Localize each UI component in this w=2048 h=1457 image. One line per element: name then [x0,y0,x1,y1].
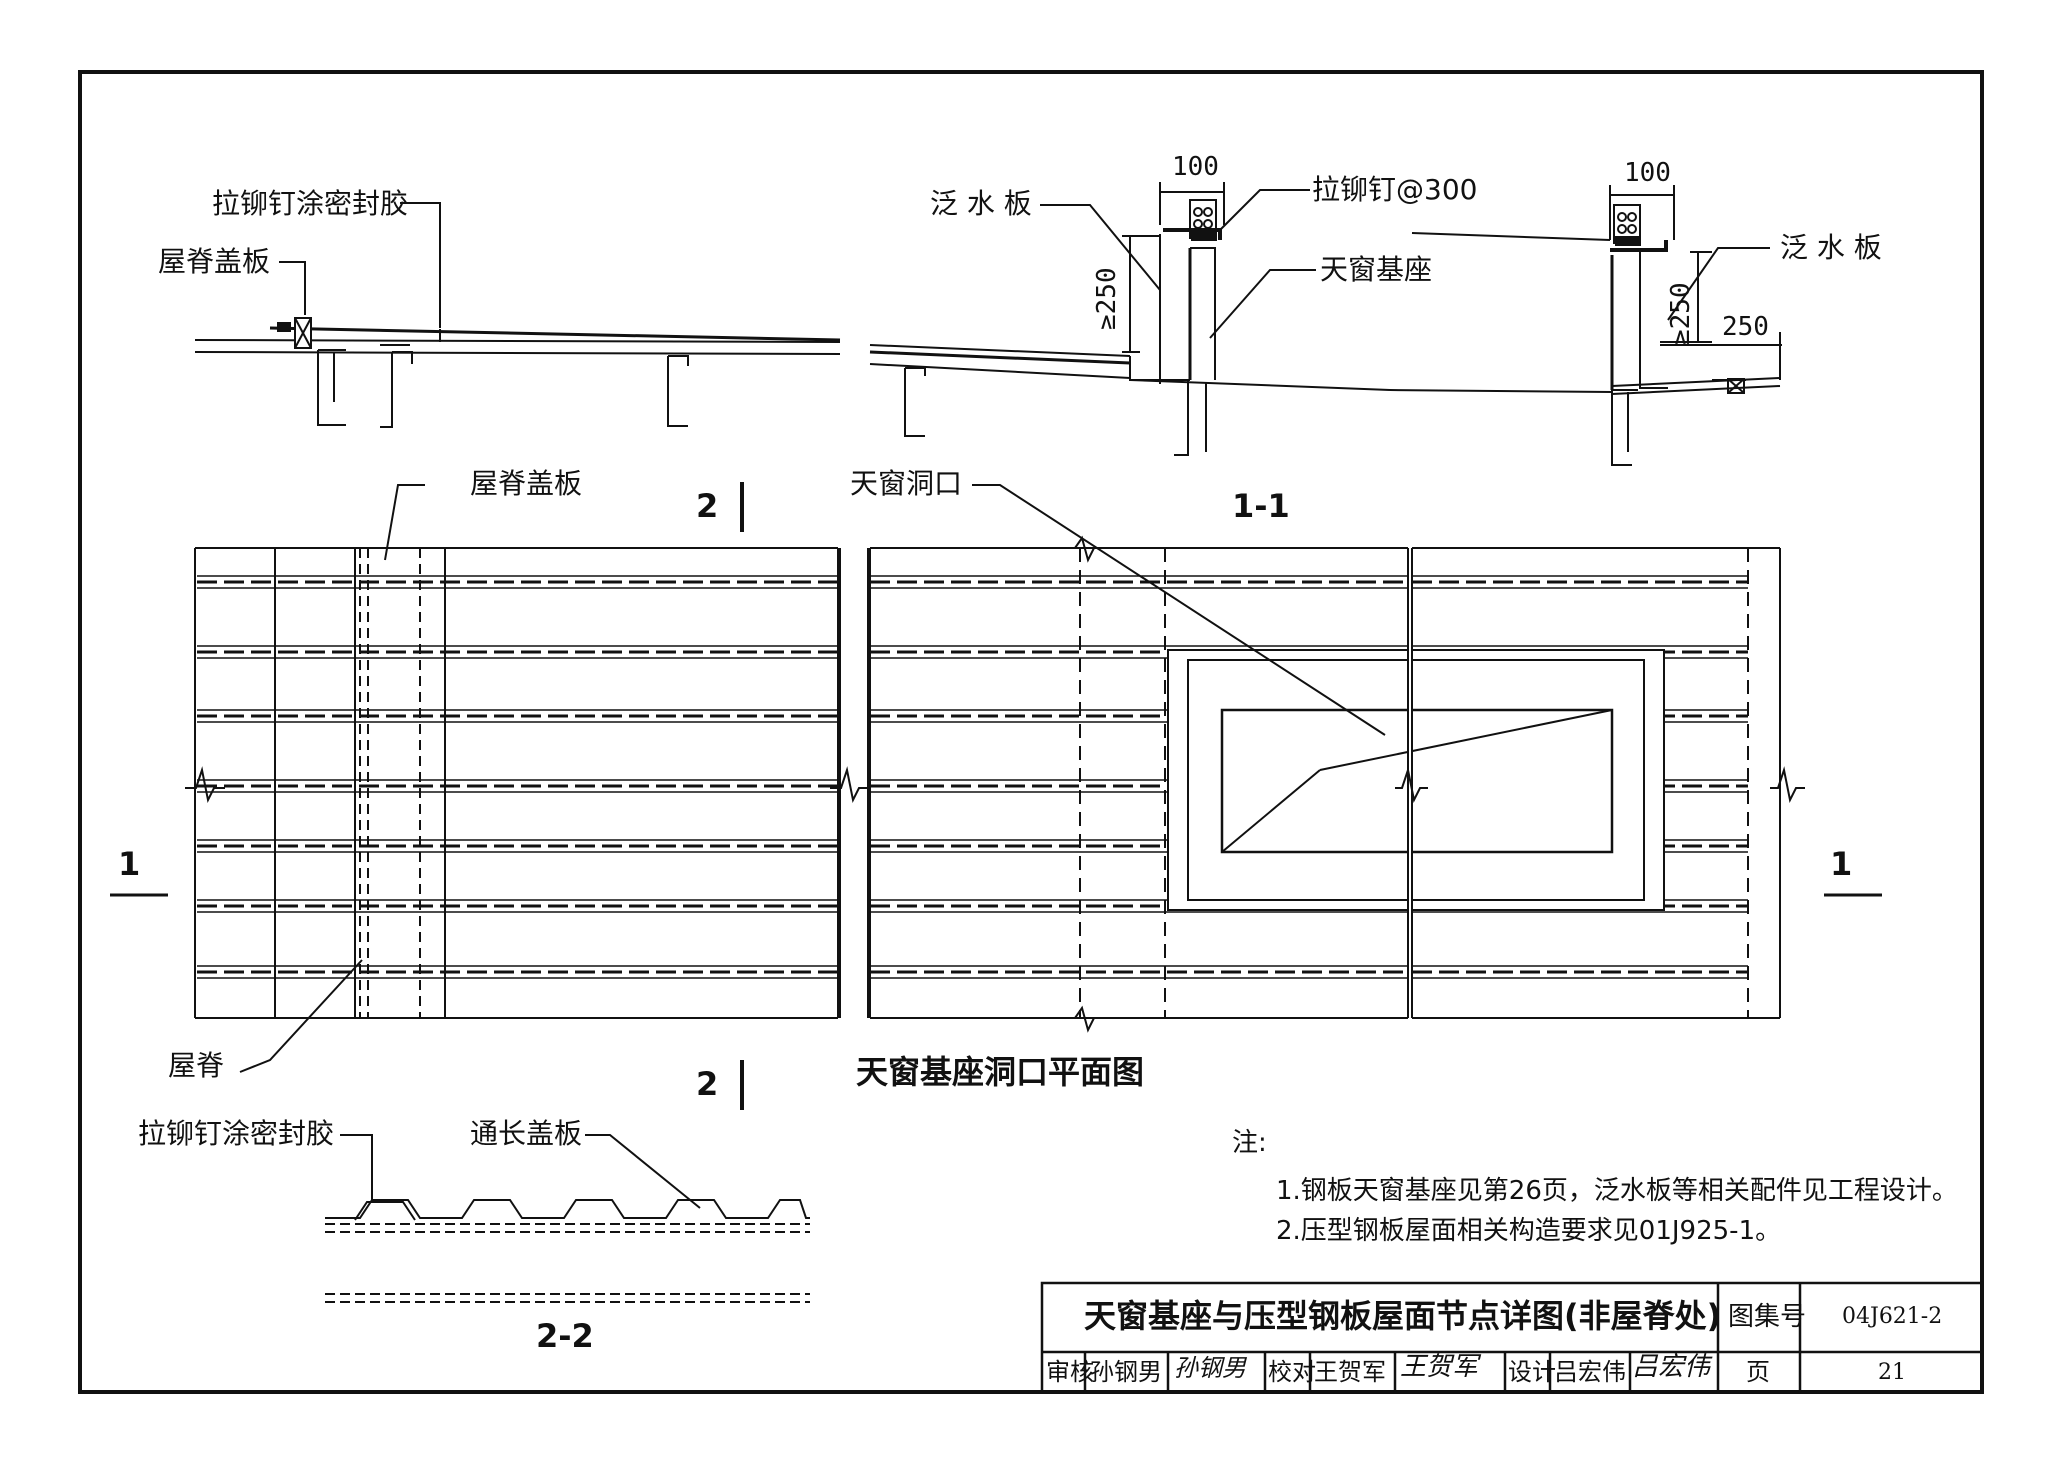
checker-name: 王贺军 [1314,1358,1386,1386]
label-long-cover: 通长盖板 [470,1117,583,1150]
section-mark-1-right: 1 [1830,845,1853,883]
dim-100-left: 100 [1172,152,1219,182]
label-ridge-cover-plan: 屋脊盖板 [470,467,583,500]
skylight-frame [1167,649,1665,911]
label-ridge: 屋脊 [168,1049,225,1082]
dim-250-horizontal: 250 [1722,312,1769,342]
section-mark-2-top: 2 [696,487,719,525]
title-block-lines [1040,1281,1984,1394]
dim-250-right: ≥250 [1666,282,1696,345]
checker-signature: 王贺军 [1400,1352,1479,1382]
section-title-1-1: 1-1 [1232,487,1290,525]
ridge-detail [194,202,841,428]
page-number: 21 [1878,1360,1906,1385]
dim-250-left: ≥250 [1092,267,1122,330]
atlas-number: 04J621-2 [1842,1304,1943,1329]
dim-100-right: 100 [1624,158,1671,188]
label-flashing-right: 泛 水 板 [1780,231,1882,264]
label-rivet-300: 拉铆钉@300 [1312,173,1478,206]
drawing-frame [78,70,1984,1394]
break-marks [185,535,1805,1033]
section-mark-2-bottom: 2 [696,1065,719,1103]
section-2-2 [325,1134,810,1303]
reviewer-name: 孙钢男 [1090,1358,1162,1386]
label-skylight-opening: 天窗洞口 [850,467,963,500]
label-flashing-left: 泛 水 板 [930,187,1032,220]
note-2: 2.压型钢板屋面相关构造要求见01J925-1。 [1276,1216,1782,1246]
label-rivet-sealant-top: 拉铆钉涂密封胶 [212,187,409,220]
plan-leaders [110,482,1882,1110]
section-1-1-left [869,182,1391,456]
section-title-2-2: 2-2 [536,1317,594,1355]
section-mark-1-left: 1 [118,845,141,883]
design-label: 设计 [1508,1358,1556,1386]
page-label: 页 [1746,1358,1770,1386]
designer-signature: 吕宏伟 [1632,1352,1711,1382]
label-skylight-base: 天窗基座 [1320,253,1433,286]
section-1-1-right [1389,185,1782,466]
plan-title: 天窗基座洞口平面图 [856,1053,1145,1091]
review-label: 审核 [1046,1358,1094,1386]
title-block-title: 天窗基座与压型钢板屋面节点详图(非屋脊处) [1084,1297,1722,1335]
designer-name: 吕宏伟 [1554,1358,1626,1386]
notes-heading: 注: [1232,1128,1267,1158]
label-ridge-cover-top: 屋脊盖板 [158,245,271,278]
check-label: 校对 [1268,1358,1316,1386]
note-1: 1.钢板天窗基座见第26页，泛水板等相关配件见工程设计。 [1276,1176,1958,1206]
reviewer-signature: 孙钢男 [1174,1354,1246,1382]
label-rivet-sealant-bottom: 拉铆钉涂密封胶 [138,1117,335,1150]
atlas-number-label: 图集号 [1728,1302,1807,1332]
